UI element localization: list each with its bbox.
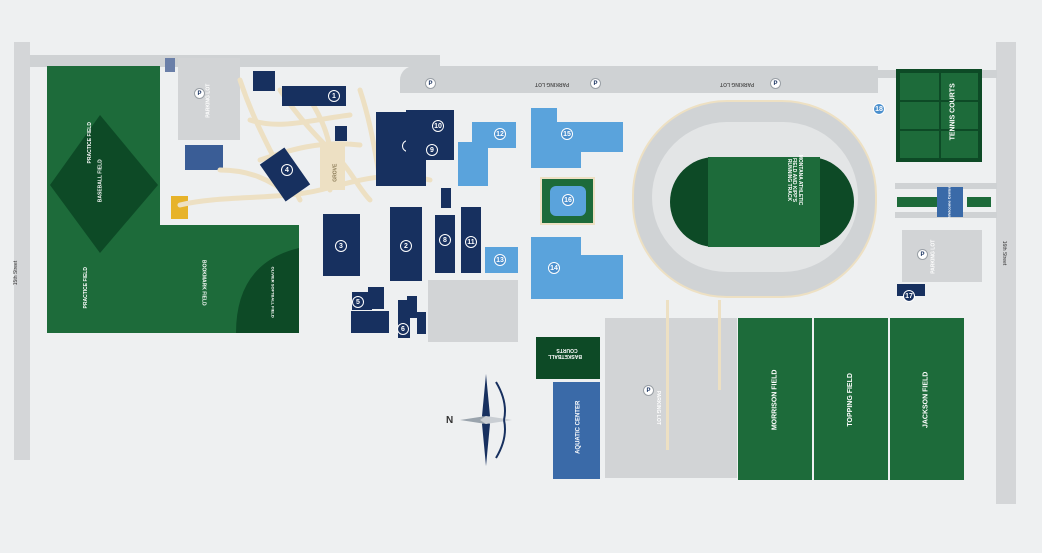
campus-paths <box>177 77 433 208</box>
topping-field <box>814 318 888 480</box>
parking-pin-right: P <box>770 78 781 89</box>
building-17-number[interactable]: 17 <box>903 290 915 302</box>
east-parking-lot <box>902 230 982 282</box>
small-lot-building <box>165 58 175 72</box>
west-street-label: 15th Street <box>13 260 20 286</box>
entrance-hedge-right <box>967 197 991 207</box>
building-18-number[interactable]: 18 <box>873 103 885 115</box>
central-parking-lot <box>428 280 518 342</box>
building-3-number[interactable]: 3 <box>335 240 347 252</box>
aquatic-center <box>553 382 600 479</box>
building-12 <box>458 122 516 186</box>
building-14 <box>531 237 623 299</box>
building-6b <box>407 296 417 318</box>
east-lot-pin: P <box>917 249 928 260</box>
jackson-field <box>890 318 964 480</box>
building-small-grove <box>335 126 347 141</box>
building-5b <box>368 287 384 309</box>
building-top-small <box>253 71 275 91</box>
south-lot-path-2 <box>718 300 721 390</box>
building-11-number[interactable]: 11 <box>465 236 477 248</box>
building-9-number[interactable]: 9 <box>426 144 438 156</box>
building-2-number[interactable]: 2 <box>400 240 412 252</box>
building-10-number[interactable]: 10 <box>432 120 444 132</box>
welcome-center-label: Welcome Center <box>946 186 952 218</box>
building-1-number[interactable]: 1 <box>328 90 340 102</box>
morrison-field-label: MORRISON FIELD <box>771 369 779 431</box>
northwest-lot-pin: P <box>194 88 205 99</box>
parking-lot-label-left: PARKING LOT <box>535 81 570 87</box>
aquatic-center-label: AQUATIC CENTER <box>575 400 582 454</box>
topping-field-label: TOPPING FIELD <box>846 373 854 427</box>
northwest-parking-lot <box>178 58 240 140</box>
parking-lot-label-right: PARKING LOT <box>720 81 755 87</box>
welcome-center <box>937 187 963 217</box>
grove-label: GROVE <box>332 163 339 182</box>
building-8-number[interactable]: 8 <box>439 234 451 246</box>
tennis-court-lines <box>900 73 978 158</box>
basketball-courts-label: BASKETBALL COURTS <box>548 347 582 360</box>
tennis-courts-label: TENNIS COURTS <box>949 83 957 141</box>
building-6-number[interactable]: 6 <box>397 323 409 335</box>
east-street <box>996 42 1016 504</box>
building-southwest <box>351 311 389 333</box>
east-connector <box>895 183 997 189</box>
building-15 <box>531 108 623 168</box>
building-15-number[interactable]: 15 <box>561 128 573 140</box>
building-small-east <box>441 188 451 208</box>
building-16-number[interactable]: 16 <box>562 194 574 206</box>
baseball-field-label: BASEBALL FIELD <box>97 159 104 203</box>
east-street-label: 16th Street <box>1001 240 1008 266</box>
compass-north-label: N <box>446 415 454 426</box>
athletic-field <box>708 157 820 247</box>
building-4-number[interactable]: 4 <box>281 164 293 176</box>
building-6c <box>417 312 426 334</box>
softball-diamond <box>236 248 299 333</box>
building-14-number[interactable]: 14 <box>548 262 560 274</box>
morrison-field <box>738 318 812 480</box>
practice-field-bottom-label: PRACTICE FIELD <box>82 267 89 309</box>
bookmark-field-label: BOOKMARK FIELD <box>200 259 207 306</box>
building-5-number[interactable]: 5 <box>352 296 364 308</box>
basketball-courts <box>536 337 600 379</box>
entrance-hedge-left <box>897 197 937 207</box>
softball-field-label: OLIVIER SOFTBALL FIELD <box>270 266 276 318</box>
parking-pin-road: P <box>425 78 436 89</box>
building-12-number[interactable]: 12 <box>494 128 506 140</box>
south-lot-pin: P <box>643 385 654 396</box>
south-lot-label: PARKING LOT <box>654 390 661 425</box>
south-parking-lot <box>605 318 737 478</box>
track-label: MONTANA ATHLETIC FIELD AND KIPP'S RUNNIN… <box>786 154 803 206</box>
building-13-number[interactable]: 13 <box>494 254 506 266</box>
compass-rose-icon <box>460 374 512 466</box>
practice-field-top-label: PRACTICE FIELD <box>86 122 93 164</box>
jackson-field-label: JACKSON FIELD <box>922 371 930 429</box>
parking-pin-left: P <box>590 78 601 89</box>
west-street <box>14 42 30 460</box>
blue-building-nw <box>185 145 223 170</box>
south-lot-path <box>666 300 669 450</box>
east-lot-label: PARKING LOT <box>930 239 937 274</box>
parking-road <box>400 66 878 93</box>
baseball-diamond <box>50 115 158 253</box>
